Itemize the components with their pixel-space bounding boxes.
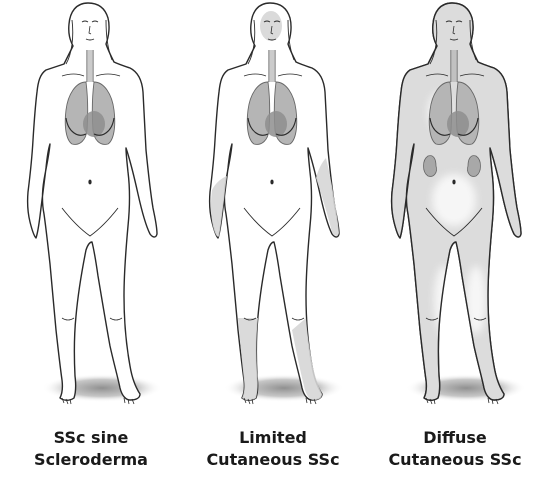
left-kidney (424, 156, 437, 177)
caption-sine: SSc sine Scleroderma (0, 427, 182, 471)
figure-diffuse (364, 0, 546, 415)
figure-sine (0, 0, 182, 415)
caption-limited: Limited Cutaneous SSc (182, 427, 364, 471)
navel (88, 180, 91, 185)
caption-diffuse-line2: Cutaneous SSc (364, 449, 546, 471)
figure-drawing-diffuse (392, 3, 526, 404)
figure-limited (182, 0, 364, 415)
figure-drawing-limited (210, 3, 344, 404)
caption-diffuse-line1: Diffuse (364, 427, 546, 449)
caption-limited-line1: Limited (182, 427, 364, 449)
heart (83, 111, 105, 137)
trachea-fill (451, 50, 457, 82)
right-kidney (467, 156, 480, 177)
body-figure-diffuse (364, 0, 546, 415)
caption-sine-line1: SSc sine (0, 427, 182, 449)
navel (270, 180, 273, 185)
shaded-face (260, 11, 282, 41)
body-figure-limited (182, 0, 364, 415)
navel (452, 180, 455, 185)
body-figure-sine (0, 0, 182, 415)
spared-left-thigh (434, 266, 454, 334)
caption-limited-line2: Cutaneous SSc (182, 449, 364, 471)
figure-drawing-sine (28, 3, 162, 404)
spared-right-thigh (466, 266, 486, 334)
heart (265, 111, 287, 137)
trachea-fill (269, 50, 275, 82)
caption-sine-line2: Scleroderma (0, 449, 182, 471)
trachea-fill (87, 50, 93, 82)
caption-diffuse: Diffuse Cutaneous SSc (364, 427, 546, 471)
heart (447, 111, 469, 137)
